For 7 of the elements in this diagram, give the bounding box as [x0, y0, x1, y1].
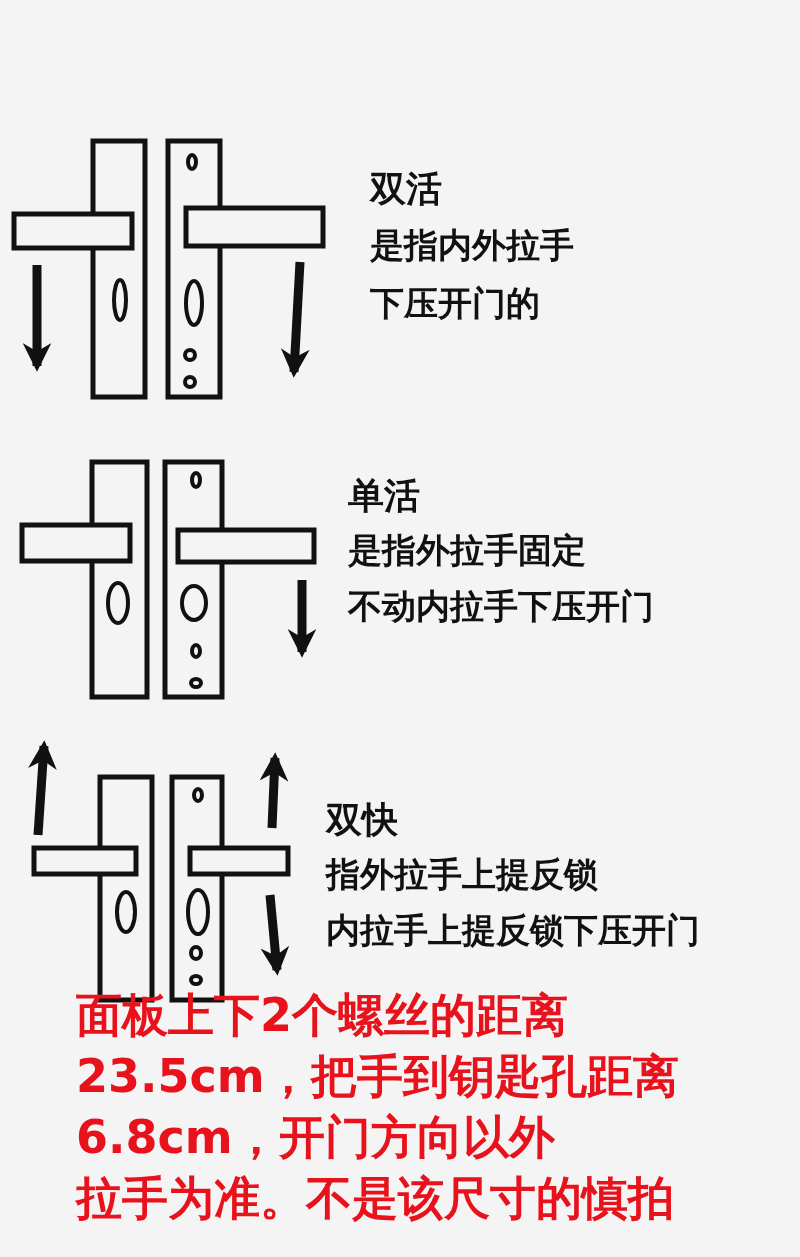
description-text: 是指内外拉手下压开门的: [370, 224, 574, 325]
heading-text: 双活: [370, 167, 442, 211]
note-text: 面板上下2个螺丝的距离23.5cm，把手到钥匙孔距离6.8cm，开门方向以外拉手为准。不是该尺寸的慎拍: [76, 987, 679, 1227]
description-text: 指外拉手上提反锁内拉手上提反锁下压开门: [326, 853, 700, 952]
heading-text: 单活: [348, 474, 420, 518]
description-text: 是指外拉手固定不动内拉手下压开门: [348, 529, 654, 628]
heading-text: 双快: [326, 798, 398, 842]
